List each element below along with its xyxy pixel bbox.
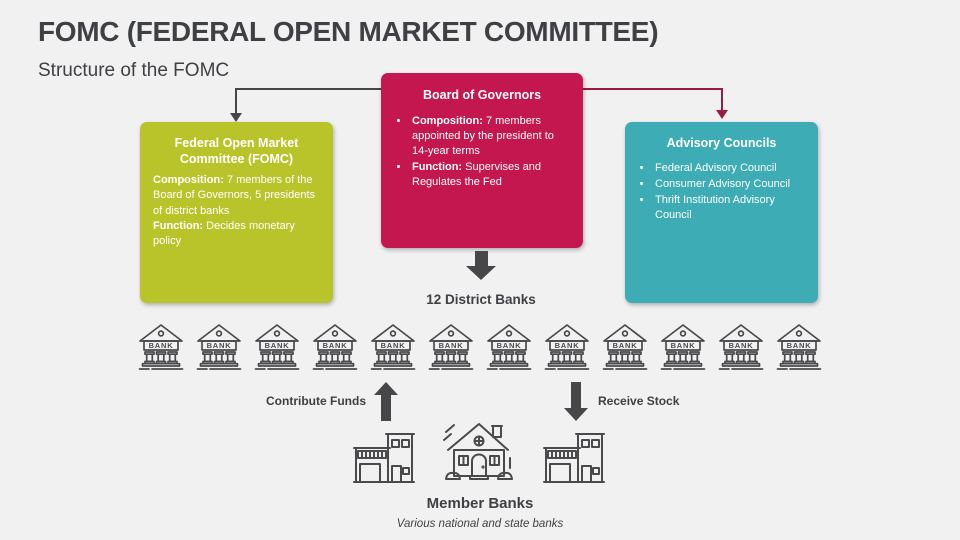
page-title: FOMC (FEDERAL OPEN MARKET COMMITTEE)	[38, 16, 659, 47]
district-banks-label: 12 District Banks	[426, 292, 536, 307]
fomc-box-title: Federal Open Market Committee (FOMC)	[174, 136, 299, 166]
bank-icon-label: BANK	[149, 341, 174, 350]
connector-left-arrowhead-icon	[230, 113, 242, 122]
connector-right-vertical	[721, 88, 723, 112]
list-item: Federal Advisory Council	[653, 161, 805, 176]
district-bank-row: BANK BANK	[0, 321, 960, 371]
receive-stock-label: Receive Stock	[598, 394, 680, 408]
bank-icon-label: BANK	[671, 341, 696, 350]
bank-icon-label: BANK	[613, 341, 638, 350]
fomc-committee-box: Federal Open Market Committee (FOMC) Com…	[140, 122, 333, 303]
board-of-governors-box: Board of Governors Composition: 7 member…	[381, 73, 583, 248]
connector-right-arrowhead-icon	[716, 110, 728, 119]
bank-building-icon: BANK	[428, 324, 474, 370]
bank-icon-label: BANK	[265, 341, 290, 350]
member-banks-label: Member Banks	[426, 495, 534, 512]
function-text: Decides monetary policy	[153, 219, 295, 247]
bullet-text: Supervises and Regulates the Fed	[412, 161, 541, 189]
store-building-icon	[353, 433, 415, 483]
connector-right-horizontal	[583, 88, 723, 90]
up-arrow-stem-icon	[381, 395, 391, 421]
function-label: Function:	[153, 219, 204, 232]
down-block-arrow-icon	[475, 251, 488, 267]
up-arrow-icon	[374, 382, 398, 395]
bank-building-icon: BANK	[660, 324, 706, 370]
composition-text: 7 members of the Board of Governors, 5 p…	[153, 174, 316, 217]
bank-building-icon: BANK	[312, 324, 358, 370]
down-arrow-stem-icon	[571, 382, 581, 408]
list-item: Consumer Advisory Council	[653, 177, 805, 192]
down-arrow-icon	[564, 408, 588, 421]
bank-building-icon: BANK	[544, 324, 590, 370]
bank-building-icon: BANK	[138, 324, 184, 370]
bank-icon-label: BANK	[729, 341, 754, 350]
bank-building-icon: BANK	[370, 324, 416, 370]
bank-building-icon: BANK	[486, 324, 532, 370]
bullet-label: Function:	[412, 161, 463, 174]
connector-left-vertical	[235, 88, 237, 115]
bank-icon-label: BANK	[787, 341, 812, 350]
bank-building-icon: BANK	[776, 324, 822, 370]
composition-label: Composition:	[153, 174, 224, 187]
bank-building-icon: BANK	[718, 324, 764, 370]
bank-building-icon: BANK	[602, 324, 648, 370]
house-building-icon	[443, 423, 513, 480]
board-bullet-list: Composition: 7 members appointed by the …	[410, 114, 569, 191]
list-item: Function: Supervises and Regulates the F…	[410, 160, 569, 190]
bank-building-icon: BANK	[254, 324, 300, 370]
page-subtitle: Structure of the FOMC	[38, 60, 230, 81]
advisory-councils-box: Advisory Councils Federal Advisory Counc…	[625, 122, 818, 303]
down-block-arrowhead-icon	[466, 266, 496, 280]
contribute-funds-label: Contribute Funds	[266, 394, 366, 408]
connector-left-horizontal	[235, 88, 382, 90]
bank-icon-label: BANK	[207, 341, 232, 350]
board-box-title: Board of Governors	[422, 88, 542, 102]
bank-icon-label: BANK	[323, 341, 348, 350]
fomc-box-body: Composition: 7 members of the Board of G…	[153, 173, 320, 249]
advisory-bullet-list: Federal Advisory Council Consumer Adviso…	[653, 161, 805, 224]
bank-icon-label: BANK	[381, 341, 406, 350]
bullet-text: 7 members appointed by the president to …	[412, 114, 554, 157]
bank-icon-label: BANK	[555, 341, 580, 350]
list-item: Composition: 7 members appointed by the …	[410, 114, 569, 160]
bullet-label: Composition:	[412, 114, 483, 127]
member-banks-sublabel: Various national and state banks	[396, 518, 564, 530]
bank-icon-label: BANK	[439, 341, 464, 350]
bank-building-icon: BANK	[196, 324, 242, 370]
bank-icon-label: BANK	[497, 341, 522, 350]
store-building-icon	[543, 433, 605, 483]
advisory-box-title: Advisory Councils	[666, 136, 777, 150]
list-item: Thrift Institution Advisory Council	[653, 193, 805, 223]
